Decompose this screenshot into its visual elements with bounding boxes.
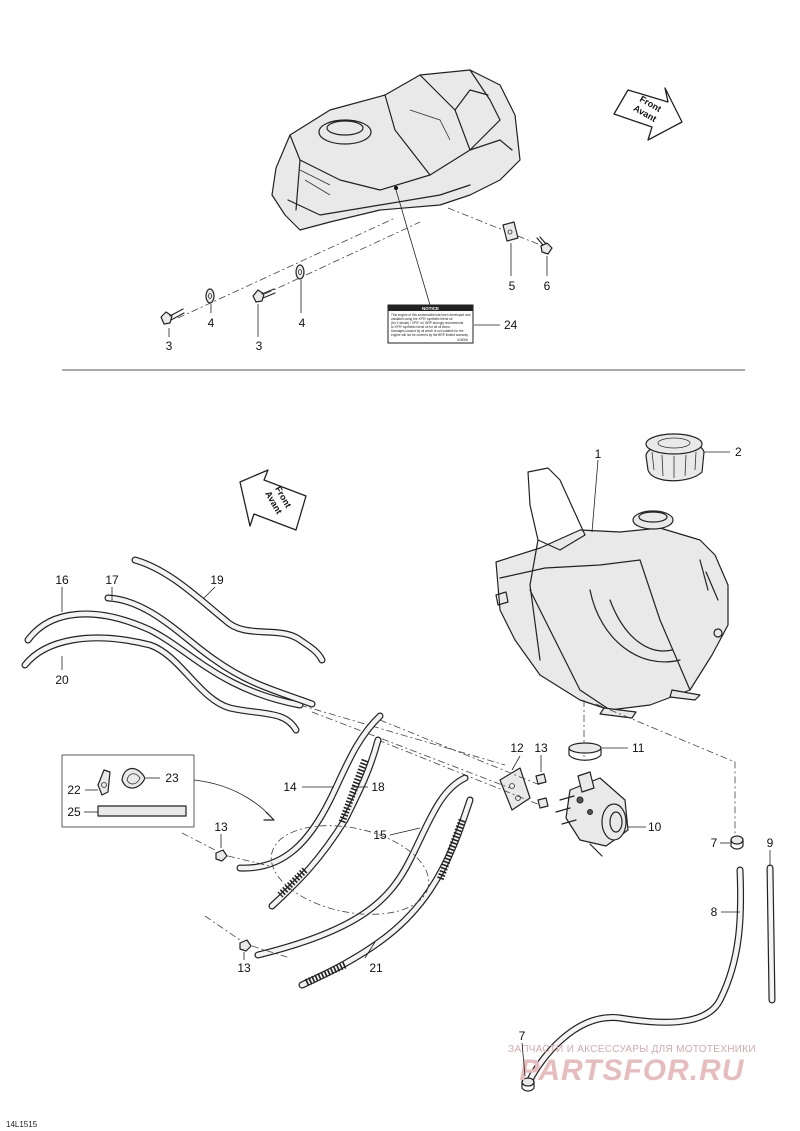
callout-16: 16 — [55, 573, 69, 587]
washer-4a — [205, 288, 215, 304]
clip-5 — [502, 221, 519, 242]
callout-10: 10 — [648, 820, 662, 834]
hose-14 — [236, 712, 384, 872]
clamp-7-top — [730, 835, 744, 850]
strip-25 — [97, 805, 187, 817]
clamp-11 — [568, 742, 602, 761]
notice-decal-line-3: (for 2-stroke) / XPS* oil. BRP strongly … — [391, 321, 464, 325]
hose-15 — [254, 774, 469, 959]
oil-hose-8 — [526, 866, 745, 1084]
callout-24: 24 — [504, 318, 518, 332]
notice-decal: NOTICE This engine of this snowmobile ha… — [387, 304, 474, 344]
callout-17: 17 — [105, 573, 119, 587]
callout-19: 19 — [210, 573, 224, 587]
oil-cap — [645, 433, 705, 482]
callout-13-lower: 13 — [237, 961, 251, 975]
callout-7-lower: 7 — [519, 1029, 526, 1043]
hose-17 — [104, 594, 316, 708]
notice-decal-line-5: Damages caused by oil which is not suita… — [391, 329, 464, 333]
watermark-brand: PARTSFOR.RU — [520, 1054, 745, 1087]
callout-13-left: 13 — [214, 820, 228, 834]
callout-14: 14 — [283, 780, 297, 794]
callout-15: 15 — [373, 828, 387, 842]
hose-19 — [131, 556, 326, 664]
callout-2: 2 — [735, 445, 742, 459]
screw-6 — [536, 236, 553, 255]
callout-5: 5 — [509, 279, 516, 293]
notice-decal-line-2: validated using the XPS* synthetic blend… — [391, 317, 453, 321]
notice-locator-dot — [394, 186, 398, 190]
callout-9: 9 — [767, 836, 774, 850]
callout-22: 22 — [67, 783, 81, 797]
washer-4b — [295, 264, 305, 280]
callout-6: 6 — [544, 279, 551, 293]
callout-1: 1 — [595, 447, 602, 461]
callout-23: 23 — [165, 771, 179, 785]
notice-decal-line-6: engine will not be covered by the BRP li… — [391, 333, 469, 337]
hose-18 — [268, 736, 382, 910]
clamp-7-bottom — [521, 1077, 535, 1092]
callout-11: 11 — [632, 741, 645, 755]
callout-25: 25 — [67, 805, 81, 819]
callout-18: 18 — [371, 780, 385, 794]
callout-7-upper: 7 — [711, 836, 718, 850]
nut-13-near-bracket — [535, 773, 549, 809]
clip-23 — [121, 767, 146, 789]
callout-3-right: 3 — [256, 339, 263, 353]
oil-pump — [555, 771, 629, 857]
notice-decal-code: 516006 — [457, 338, 468, 342]
callout-12: 12 — [510, 741, 524, 755]
nut-13-left — [215, 849, 228, 862]
callout-21: 21 — [369, 961, 383, 975]
screw-3b — [252, 288, 276, 303]
callout-8: 8 — [711, 905, 718, 919]
notice-decal-line-4: to XPS* synthetic blend oil for all oil … — [391, 325, 451, 329]
callout-13-pump: 13 — [534, 741, 548, 755]
front-direction-arrow-middle: Front Avant — [239, 469, 307, 531]
document-code: 14L1515 — [6, 1120, 38, 1129]
hose-16 — [24, 610, 304, 709]
front-direction-arrow-top: Front Avant — [613, 87, 683, 141]
notice-decal-line-1: This engine of this snowmobile has been … — [391, 313, 471, 317]
callout-3-left: 3 — [166, 339, 173, 353]
callout-20: 20 — [55, 673, 69, 687]
hose-20 — [21, 634, 300, 734]
screw-3a — [160, 308, 185, 325]
watermark-tagline: ЗАПЧАСТИ И АКСЕССУАРЫ ДЛЯ МОТОТЕХНИКИ — [508, 1044, 756, 1055]
fuel-tank-illustration — [271, 69, 521, 231]
bracket-22 — [97, 769, 111, 796]
notice-decal-title: NOTICE — [422, 306, 439, 311]
callout-4-left: 4 — [208, 316, 215, 330]
tube-9 — [766, 864, 776, 1004]
pump-bracket — [499, 767, 531, 811]
hardware-kit-box — [61, 754, 195, 828]
oil-tank — [495, 467, 729, 719]
hose-21 — [298, 796, 474, 989]
nut-13-lower — [239, 939, 252, 952]
callout-4-right: 4 — [299, 316, 306, 330]
